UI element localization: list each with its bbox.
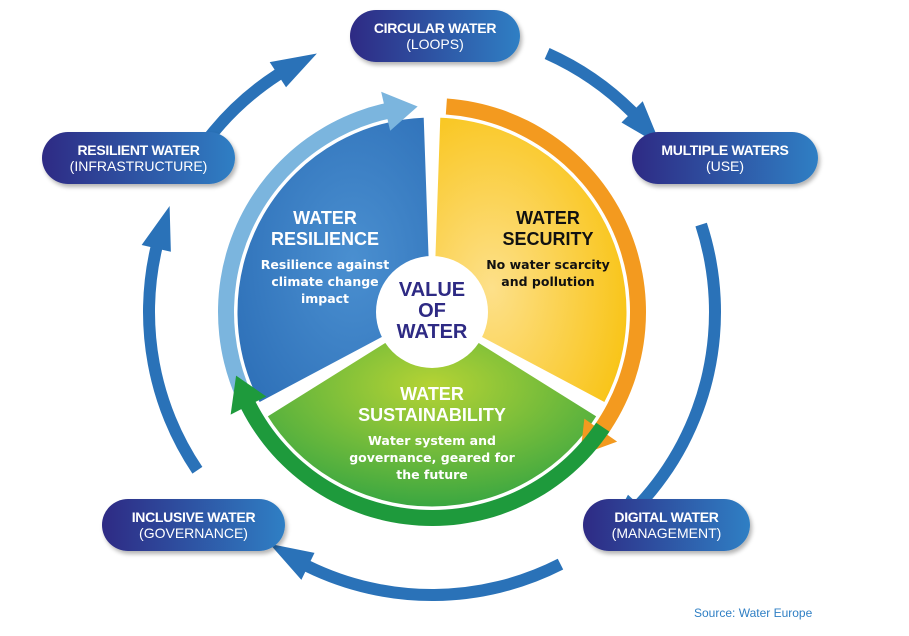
- pill-title: CIRCULAR WATER: [373, 20, 497, 36]
- pill-digital-water: DIGITAL WATER (MANAGEMENT): [583, 499, 750, 551]
- center-line: WATER: [396, 321, 468, 343]
- pill-multiple-waters: MULTIPLE WATERS (USE): [632, 132, 818, 184]
- segment-title: WATER: [293, 208, 357, 228]
- pill-inclusive-water: INCLUSIVE WATER (GOVERNANCE): [102, 499, 285, 551]
- center-circle: [376, 256, 488, 368]
- source-credit: Source: Water Europe: [694, 606, 813, 620]
- pill-subtitle: (INFRASTRUCTURE): [69, 158, 208, 174]
- pill-subtitle: (LOOPS): [406, 36, 464, 52]
- cycle-arrow-to-digital: [606, 222, 721, 536]
- pill-title: INCLUSIVE WATER: [131, 509, 256, 525]
- segment-description: No water scarcity and pollution: [486, 257, 610, 289]
- segment-water-resilience: WATER RESILIENCE Resilience against clim…: [255, 208, 395, 307]
- segment-description: Resilience against climate change impact: [260, 257, 390, 306]
- cycle-arrow-to-inclusive: [269, 543, 564, 601]
- pill-title: MULTIPLE WATERS: [661, 142, 789, 158]
- pill-subtitle: (MANAGEMENT): [611, 525, 722, 541]
- pill-title: DIGITAL WATER: [614, 509, 719, 525]
- cycle-arrow-to-resilient: [141, 205, 203, 474]
- center-label: VALUE OF WATER: [382, 280, 482, 343]
- segment-water-sustainability: WATER SUSTAINABILITY Water system and go…: [347, 384, 517, 483]
- center-line: OF: [418, 300, 446, 322]
- segment-water-security: WATER SECURITY No water scarcity and pol…: [478, 208, 618, 290]
- segment-title: RESILIENCE: [270, 229, 380, 249]
- sustainability-arrow: [230, 375, 610, 526]
- segment-title: SUSTAINABILITY: [358, 405, 506, 425]
- pill-title: RESILIENT WATER: [77, 142, 200, 158]
- pill-resilient-water: RESILIENT WATER (INFRASTRUCTURE): [42, 132, 235, 184]
- security-arrow: [445, 98, 646, 456]
- pill-subtitle: (USE): [705, 158, 745, 174]
- segment-title: WATER: [400, 384, 464, 404]
- center-line: VALUE: [398, 279, 466, 301]
- segment-description: Water system and governance, geared for …: [349, 433, 515, 482]
- pill-subtitle: (GOVERNANCE): [139, 525, 248, 541]
- cycle-arrow-to-circular: [189, 53, 317, 162]
- segment-title: WATER: [516, 208, 580, 228]
- pill-circular-water: CIRCULAR WATER (LOOPS): [350, 10, 520, 62]
- segment-title: SECURITY: [502, 229, 594, 249]
- cycle-arrow-to-multiple: [544, 47, 661, 146]
- resilience-arrow: [218, 91, 418, 461]
